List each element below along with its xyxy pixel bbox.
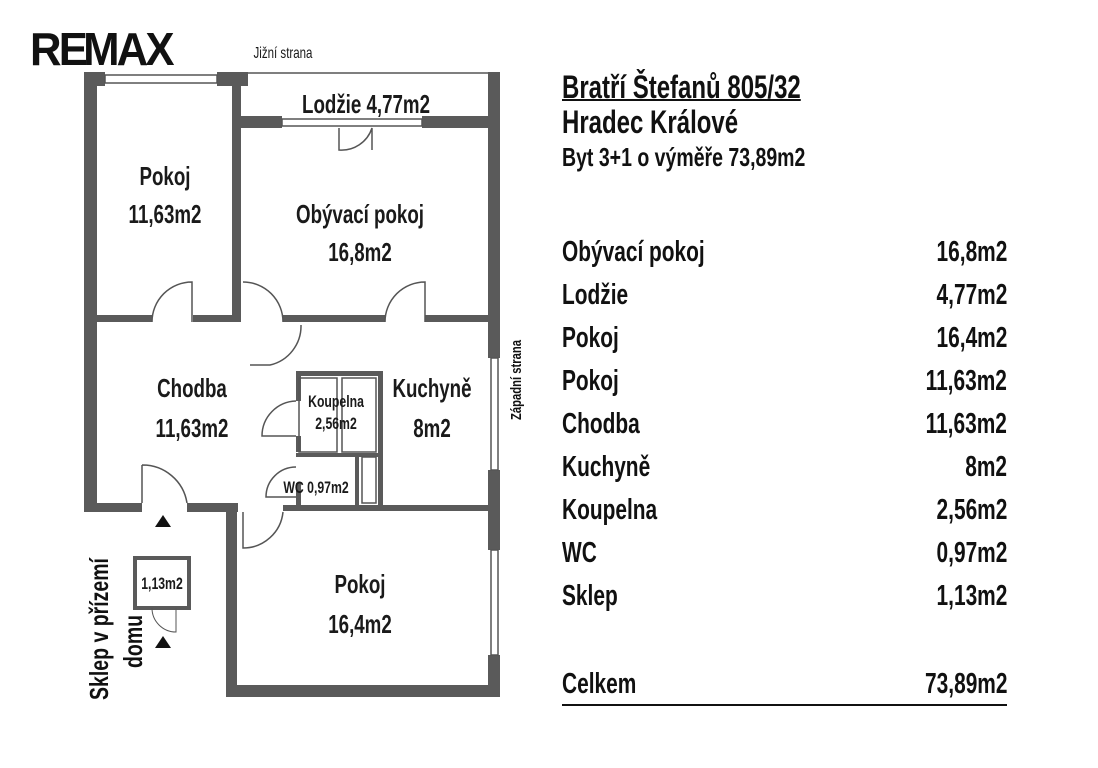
area-row: Kuchyně 8m2 <box>562 451 1007 491</box>
west-side-label: Západní strana <box>508 339 525 420</box>
area-name: Sklep <box>562 580 618 612</box>
flat-summary: Byt 3+1 o výměře 73,89m2 <box>562 142 806 172</box>
lodzie-label: Lodžie 4,77m2 <box>302 89 430 119</box>
area-row: Pokoj 16,4m2 <box>562 322 1007 362</box>
area-name: Chodba <box>562 408 640 440</box>
total-row: Celkem 73,89m2 <box>562 668 1007 706</box>
kuchyne-name: Kuchyně <box>392 373 472 403</box>
area-row: Koupelna 2,56m2 <box>562 494 1007 534</box>
area-name: Koupelna <box>562 494 658 526</box>
area-name: Pokoj <box>562 365 619 397</box>
pokoj1-name: Pokoj <box>139 161 191 191</box>
area-name: Kuchyně <box>562 451 651 483</box>
area-row: Sklep 1,13m2 <box>562 580 1007 620</box>
area-value: 8m2 <box>965 451 1007 483</box>
windows-and-doors <box>104 72 499 656</box>
obyvaci-area: 16,8m2 <box>328 237 392 267</box>
area-value: 0,97m2 <box>936 537 1007 569</box>
kuchyne-area: 8m2 <box>413 413 451 443</box>
area-row: Obývací pokoj 16,8m2 <box>562 236 1007 276</box>
pokoj2-name: Pokoj <box>334 569 386 599</box>
total-value: 73,89m2 <box>924 668 1007 700</box>
chodba-area: 11,63m2 <box>155 413 229 443</box>
area-name: Obývací pokoj <box>562 236 705 268</box>
sklep-label-1: Sklep v přízemí <box>84 558 114 700</box>
area-name: WC <box>562 537 597 569</box>
area-value: 1,13m2 <box>936 580 1007 612</box>
area-value: 4,77m2 <box>936 279 1007 311</box>
area-value: 11,63m2 <box>925 408 1007 440</box>
area-name: Lodžie <box>562 279 629 311</box>
pokoj2-area: 16,4m2 <box>328 609 392 639</box>
area-row: Pokoj 11,63m2 <box>562 365 1007 405</box>
remax-logo: REMAX <box>30 23 175 75</box>
entry-arrows <box>155 515 171 648</box>
city-title: Hradec Králové <box>562 104 739 140</box>
area-value: 2,56m2 <box>936 494 1007 526</box>
sklep-area: 1,13m2 <box>141 574 183 593</box>
area-row: Chodba 11,63m2 <box>562 408 1007 448</box>
south-side-label: Jižní strana <box>253 45 313 62</box>
pokoj1-area: 11,63m2 <box>128 199 202 229</box>
info-panel: Bratří Štefanů 805/32 Hradec Králové Byt… <box>562 69 1007 706</box>
chodba-name: Chodba <box>157 373 227 403</box>
sklep-label-2: domu <box>118 614 148 668</box>
area-value: 16,4m2 <box>936 322 1007 354</box>
area-row: Lodžie 4,77m2 <box>562 279 1007 319</box>
area-row: WC 0,97m2 <box>562 537 1007 577</box>
obyvaci-name: Obývací pokoj <box>296 199 424 229</box>
wc-label: WC 0,97m2 <box>283 478 349 497</box>
koupelna-name: Koupelna <box>308 392 364 411</box>
area-value: 16,8m2 <box>936 236 1007 268</box>
area-value: 11,63m2 <box>925 365 1007 397</box>
total-name: Celkem <box>562 668 637 700</box>
address-title: Bratří Štefanů 805/32 <box>562 69 801 105</box>
walls <box>84 72 500 697</box>
koupelna-area: 2,56m2 <box>315 414 357 433</box>
area-name: Pokoj <box>562 322 619 354</box>
